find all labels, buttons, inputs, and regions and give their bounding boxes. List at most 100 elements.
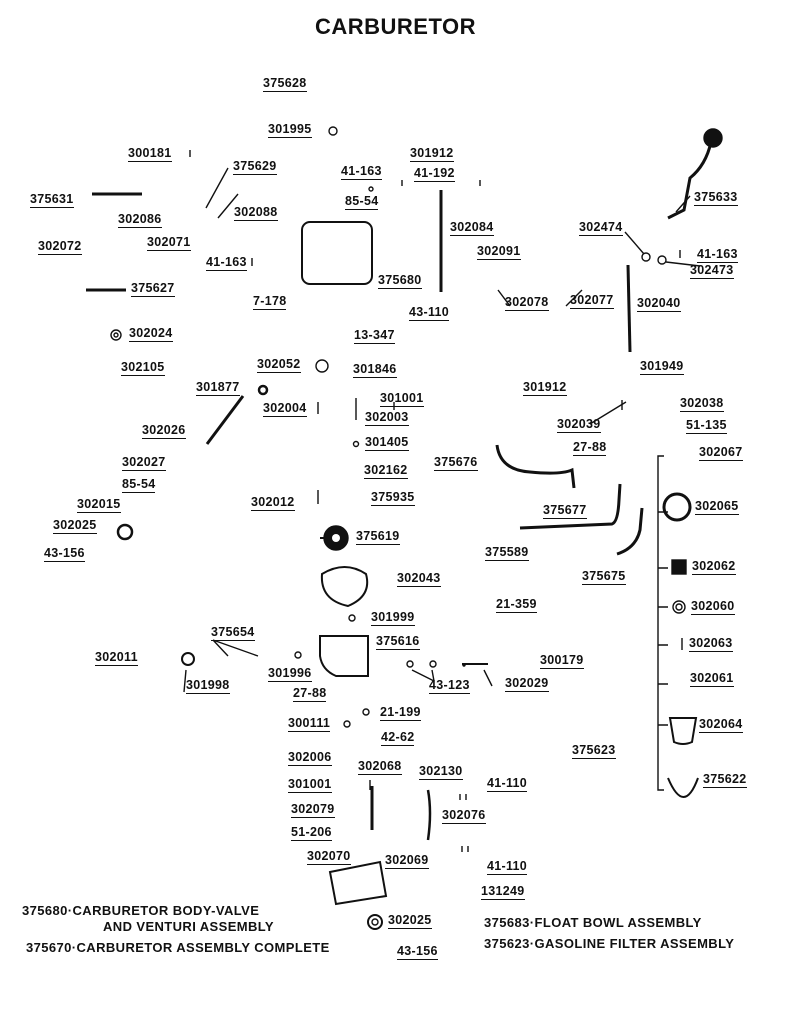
part-label-13-347: 13-347: [354, 328, 395, 344]
part-label-302072: 302072: [38, 239, 82, 255]
part-label-302076: 302076: [442, 808, 486, 824]
fuel-line-375676: [495, 444, 576, 489]
part-label-302473: 302473: [690, 263, 734, 279]
part-label-375631: 375631: [30, 192, 74, 208]
part-label-301912: 301912: [410, 146, 454, 162]
filter-bracket: [657, 455, 664, 791]
cover-302070: [328, 860, 388, 906]
part-label-41-192: 41-192: [414, 166, 455, 182]
part-label-41-163: 41-163: [697, 247, 738, 263]
part-label-302025: 302025: [53, 518, 97, 534]
part-label-302039: 302039: [557, 417, 601, 433]
float-bowl-375616: [319, 635, 369, 677]
bail-375622: [667, 777, 699, 798]
part-label-43-156: 43-156: [397, 944, 438, 960]
part-label-302088: 302088: [234, 205, 278, 221]
part-label-41-110: 41-110: [487, 859, 528, 875]
part-label-375623: 375623: [572, 743, 616, 759]
legend-line: 375683·FLOAT BOWL ASSEMBLY: [484, 915, 702, 930]
part-label-375627: 375627: [131, 281, 175, 297]
part-label-302064: 302064: [699, 717, 743, 733]
part-label-301949: 301949: [640, 359, 684, 375]
part-label-7-178: 7-178: [253, 294, 287, 310]
part-label-375619: 375619: [356, 529, 400, 545]
part-label-302068: 302068: [358, 759, 402, 775]
part-label-301996: 301996: [268, 666, 312, 682]
part-label-302474: 302474: [579, 220, 623, 236]
part-label-375676: 375676: [434, 455, 478, 471]
part-label-301912: 301912: [523, 380, 567, 396]
fuel-line-375675: [616, 507, 644, 556]
part-label-302003: 302003: [365, 410, 409, 426]
part-label-302062: 302062: [692, 559, 736, 575]
part-label-302070: 302070: [307, 849, 351, 865]
legend-line: 375680·CARBURETOR BODY-VALVE: [22, 903, 260, 918]
part-label-375629: 375629: [233, 159, 277, 175]
part-label-302012: 302012: [251, 495, 295, 511]
legend-line: AND VENTURI ASSEMBLY: [103, 919, 275, 934]
part-label-302078: 302078: [505, 295, 549, 311]
part-label-301998: 301998: [186, 678, 230, 694]
part-label-302025: 302025: [388, 913, 432, 929]
part-label-302065: 302065: [695, 499, 739, 515]
part-label-302071: 302071: [147, 235, 191, 251]
part-label-375675: 375675: [582, 569, 626, 585]
part-label-43-156: 43-156: [44, 546, 85, 562]
needle-302026: [205, 395, 245, 445]
part-label-302060: 302060: [691, 599, 735, 615]
part-label-302040: 302040: [637, 296, 681, 312]
page-title: CARBURETOR: [314, 14, 477, 39]
part-label-41-110: 41-110: [487, 776, 528, 792]
part-label-300111: 300111: [288, 716, 331, 732]
part-label-300181: 300181: [128, 146, 172, 162]
part-label-301405: 301405: [365, 435, 409, 451]
part-label-43-110: 43-110: [409, 305, 450, 321]
part-label-131249: 131249: [481, 884, 525, 900]
part-label-302086: 302086: [118, 212, 162, 228]
part-label-302069: 302069: [385, 853, 429, 869]
filter-bowl-302064: [668, 717, 698, 745]
part-label-375616: 375616: [376, 634, 420, 650]
part-label-301001: 301001: [288, 777, 332, 793]
part-label-302015: 302015: [77, 497, 121, 513]
part-label-27-88: 27-88: [293, 686, 327, 702]
part-label-302027: 302027: [122, 455, 166, 471]
part-label-375628: 375628: [263, 76, 307, 92]
throttle-lever: [667, 141, 713, 220]
part-label-301877: 301877: [196, 380, 240, 396]
part-label-21-359: 21-359: [496, 597, 537, 613]
part-label-302079: 302079: [291, 802, 335, 818]
part-label-302038: 302038: [680, 396, 724, 412]
part-label-41-163: 41-163: [341, 164, 382, 180]
part-label-302077: 302077: [570, 293, 614, 309]
part-label-302091: 302091: [477, 244, 521, 260]
gasket-302043: [320, 566, 369, 608]
part-label-302024: 302024: [129, 326, 173, 342]
part-label-302029: 302029: [505, 676, 549, 692]
part-label-42-62: 42-62: [381, 730, 415, 746]
part-label-302011: 302011: [95, 650, 138, 666]
part-label-302084: 302084: [450, 220, 494, 236]
part-label-21-199: 21-199: [380, 705, 421, 721]
part-label-301001: 301001: [380, 391, 424, 407]
part-label-51-206: 51-206: [291, 825, 332, 841]
part-label-301995: 301995: [268, 122, 312, 138]
part-label-41-163: 41-163: [206, 255, 247, 271]
part-label-302063: 302063: [689, 636, 733, 652]
part-label-375935: 375935: [371, 490, 415, 506]
washer-302065: [662, 492, 692, 522]
rod-302040: [626, 264, 632, 353]
fuel-line-375677: [519, 483, 622, 530]
part-label-301999: 301999: [371, 610, 415, 626]
part-label-302043: 302043: [397, 571, 441, 587]
part-label-302004: 302004: [263, 401, 307, 417]
part-label-51-135: 51-135: [686, 418, 727, 434]
part-label-302026: 302026: [142, 423, 186, 439]
part-label-375677: 375677: [543, 503, 587, 519]
legend-line: 375670·CARBURETOR ASSEMBLY COMPLETE: [26, 940, 330, 955]
part-label-375633: 375633: [694, 190, 738, 206]
part-label-301846: 301846: [353, 362, 397, 378]
part-label-375622: 375622: [703, 772, 747, 788]
part-label-85-54: 85-54: [122, 477, 156, 493]
